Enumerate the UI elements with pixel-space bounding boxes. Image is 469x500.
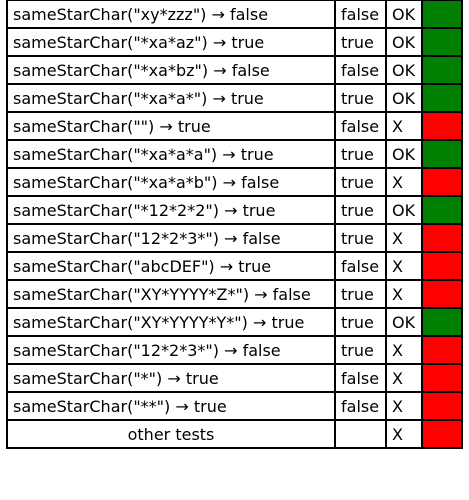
- test-call: sameStarChar("*xa*az") → true: [6, 27, 336, 57]
- status-swatch: [421, 363, 463, 393]
- other-tests-row: other tests X: [6, 419, 463, 449]
- status-swatch: [421, 167, 463, 197]
- test-call: sameStarChar("XY*YYYY*Z*") → false: [6, 279, 336, 309]
- status-swatch: [421, 27, 463, 57]
- test-call: sameStarChar("XY*YYYY*Y*") → true: [6, 307, 336, 337]
- test-verdict: OK: [385, 307, 423, 337]
- test-result: true: [334, 167, 387, 197]
- test-result: [334, 419, 387, 449]
- status-swatch: [421, 0, 463, 29]
- test-result: true: [334, 279, 387, 309]
- test-verdict: X: [385, 391, 423, 421]
- test-call: sameStarChar("abcDEF") → true: [6, 251, 336, 281]
- test-result: true: [334, 335, 387, 365]
- test-result: true: [334, 83, 387, 113]
- test-call: sameStarChar("*12*2*2") → true: [6, 195, 336, 225]
- test-call: sameStarChar("*xa*a*") → true: [6, 83, 336, 113]
- test-result: true: [334, 307, 387, 337]
- test-call: sameStarChar("**") → true: [6, 391, 336, 421]
- test-result: false: [334, 251, 387, 281]
- test-result: false: [334, 0, 387, 29]
- test-verdict: X: [385, 167, 423, 197]
- test-verdict: X: [385, 223, 423, 253]
- test-result: false: [334, 111, 387, 141]
- test-verdict: OK: [385, 55, 423, 85]
- test-call: sameStarChar("*xa*a*a") → true: [6, 139, 336, 169]
- status-swatch: [421, 335, 463, 365]
- test-call: sameStarChar("*xa*bz") → false: [6, 55, 336, 85]
- test-verdict: OK: [385, 139, 423, 169]
- test-call: sameStarChar("12*2*3*") → false: [6, 223, 336, 253]
- other-tests-label: other tests: [6, 419, 336, 449]
- status-swatch: [421, 55, 463, 85]
- status-swatch: [421, 307, 463, 337]
- test-verdict: OK: [385, 27, 423, 57]
- test-verdict: X: [385, 363, 423, 393]
- status-swatch: [421, 139, 463, 169]
- test-call: sameStarChar("") → true: [6, 111, 336, 141]
- test-result: true: [334, 139, 387, 169]
- status-swatch: [421, 83, 463, 113]
- status-swatch: [421, 419, 463, 449]
- test-verdict: X: [385, 419, 423, 449]
- test-call: sameStarChar("*") → true: [6, 363, 336, 393]
- test-result: false: [334, 363, 387, 393]
- test-verdict: X: [385, 251, 423, 281]
- test-call: sameStarChar("12*2*3*") → false: [6, 335, 336, 365]
- status-swatch: [421, 195, 463, 225]
- test-verdict: X: [385, 111, 423, 141]
- test-result: true: [334, 195, 387, 225]
- status-swatch: [421, 251, 463, 281]
- test-verdict: OK: [385, 195, 423, 225]
- test-verdict: OK: [385, 0, 423, 29]
- status-swatch: [421, 111, 463, 141]
- test-verdict: X: [385, 335, 423, 365]
- status-swatch: [421, 391, 463, 421]
- status-swatch: [421, 279, 463, 309]
- test-call: sameStarChar("xy*zzz") → false: [6, 0, 336, 29]
- test-verdict: OK: [385, 83, 423, 113]
- test-result: true: [334, 223, 387, 253]
- test-call: sameStarChar("*xa*a*b") → false: [6, 167, 336, 197]
- test-result: false: [334, 391, 387, 421]
- test-verdict: X: [385, 279, 423, 309]
- test-result: true: [334, 27, 387, 57]
- status-swatch: [421, 223, 463, 253]
- test-result: false: [334, 55, 387, 85]
